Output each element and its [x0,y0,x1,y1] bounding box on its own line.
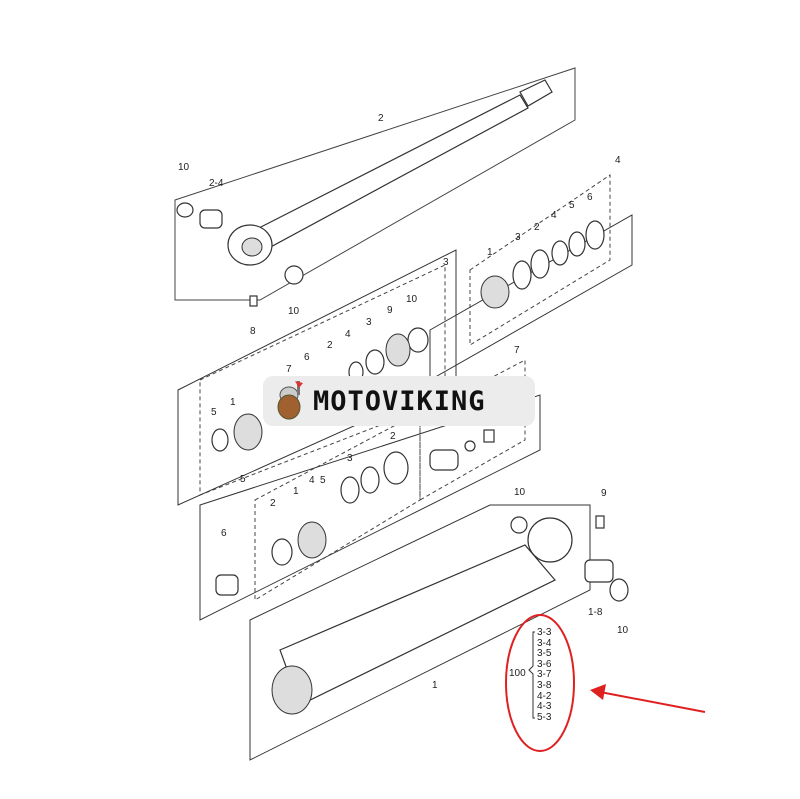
kit-item: 3-3 [537,627,552,638]
callout: 6 [587,192,593,203]
callout: 3 [443,257,449,268]
piston-rod [174,67,576,307]
kit-item: 4-3 [537,701,552,713]
rod-cover-seal-set [211,327,429,452]
highlight-arrow [590,684,706,713]
callout: 10 [288,306,300,317]
callout: 10 [406,294,418,305]
callout: 1 [230,397,236,408]
callout: 4 [309,475,315,486]
callout: 1 [293,486,299,497]
callout: 4 [615,155,621,166]
callout: 10 [617,625,629,636]
callout: 10 [514,487,526,498]
callout: 7 [514,345,520,356]
kit-item: 3-7 [537,669,552,681]
callout: 9 [601,488,607,499]
check-valve-set [429,429,495,471]
piston-set [215,451,409,596]
brand-name: MOTOVIKING [313,385,486,417]
callout: 9 [387,305,393,316]
callout-labels: 2 10 2-4 10 8 4 6 5 4 2 3 1 3 10 9 3 4 2… [178,113,629,691]
callout: 5 [320,475,326,486]
piston-seal-set [480,220,605,309]
kit-item: 3-6 [537,658,552,670]
callout: 5 [569,200,575,211]
callout: 5 [240,474,246,485]
kit-items: 3-3 3-4 3-5 3-6 3-7 3-8 4-2 4-3 5-3 [537,627,552,723]
callout: 2 [390,431,396,442]
kit-item: 5-3 [537,711,552,723]
kit-item: 3-4 [537,637,552,649]
kit-item: 4-2 [537,690,552,702]
kit-bracket [528,631,535,719]
callout: 7 [286,364,292,375]
callout: 3 [515,232,521,243]
kit-item: 3-5 [537,648,552,660]
callout: 2 [270,498,276,509]
watermark-logo: MOTOVIKING [263,376,535,426]
callout: 3 [366,317,372,328]
callout: 2 [534,222,540,233]
callout: 6 [221,528,227,539]
cylinder-tube [249,504,629,761]
callout: 2-4 [209,178,224,189]
callout: 6 [304,352,310,363]
callout: 1 [432,680,438,691]
callout: 2 [327,340,333,351]
kit-item: 3-8 [537,679,552,691]
callout: 4 [551,210,557,221]
callout: 2 [378,113,384,124]
callout: 3 [347,453,353,464]
highlight-ellipse [505,614,575,752]
callout: 4 [345,329,351,340]
callout: 1-8 [588,607,603,618]
callout: 8 [250,326,256,337]
kit-number: 100 [509,668,526,679]
callout: 5 [211,407,217,418]
callout: 10 [178,162,190,173]
viking-mascot-icon [277,381,303,420]
callout: 1 [487,247,493,258]
